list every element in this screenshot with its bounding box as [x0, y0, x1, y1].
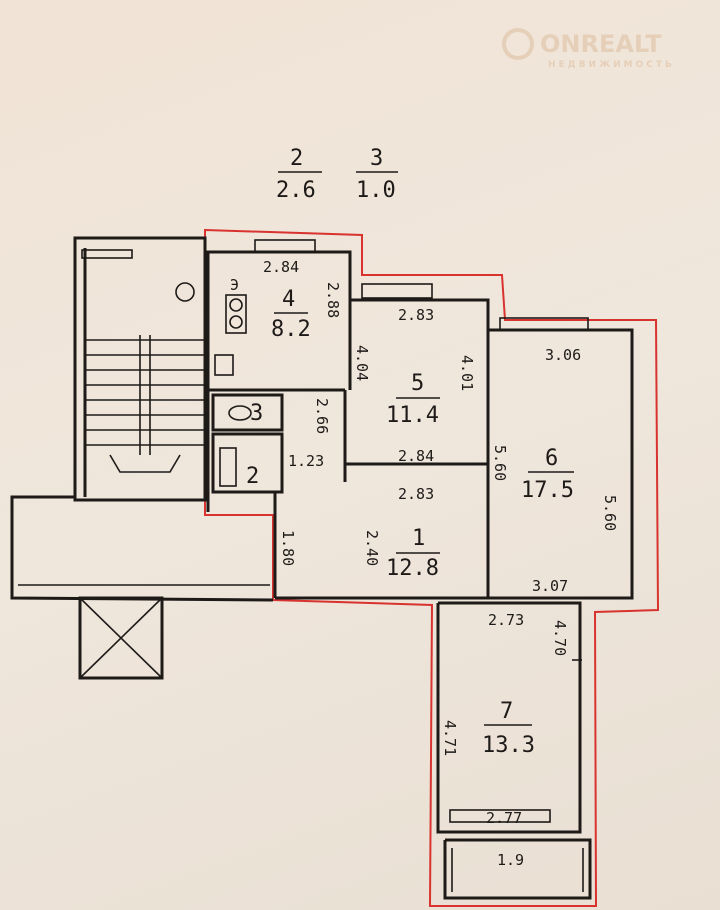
- summary-number-3: 3: [370, 146, 383, 171]
- apartment-outline: [204, 228, 660, 907]
- room6-area: 17.5: [521, 478, 574, 503]
- bathroom: [211, 432, 284, 494]
- toilet-room: [211, 393, 284, 432]
- room6-width: 3.06: [545, 346, 581, 364]
- room7-right-length: 4.70: [551, 620, 569, 656]
- room5-bottom-width: 2.84: [398, 447, 434, 465]
- summary-area-3: 1.0: [356, 178, 396, 203]
- room6-bottom-width: 3.07: [532, 577, 568, 595]
- room5-area: 11.4: [386, 403, 439, 428]
- room4-number: 4: [282, 287, 295, 312]
- balcony-width: 1.9: [497, 851, 524, 869]
- stove-icon: [225, 294, 247, 334]
- room4-area: 8.2: [271, 317, 311, 342]
- room2-number: 2: [246, 464, 259, 489]
- room7-number: 7: [500, 699, 513, 724]
- watermark-brand: ONREALT: [540, 30, 662, 58]
- room5-number: 5: [411, 371, 424, 396]
- room1-length: 2.40: [363, 530, 381, 566]
- stove-label: Э: [230, 276, 239, 294]
- summary-area-2: 2.6: [276, 178, 316, 203]
- room5-width: 2.83: [398, 306, 434, 324]
- room7-bottom-width: 2.77: [486, 809, 522, 827]
- elevator-shaft: [78, 596, 164, 680]
- room6-number: 6: [545, 446, 558, 471]
- room5-left-length: 4.04: [353, 345, 371, 381]
- room5-right-length: 4.01: [458, 355, 476, 391]
- room1-width: 2.83: [398, 485, 434, 503]
- room7-area: 13.3: [482, 733, 535, 758]
- summary-number-2: 2: [290, 146, 303, 171]
- room6-right-length: 5.60: [601, 495, 619, 531]
- corridor-width: 1.23: [288, 452, 324, 470]
- room6-left-length: 5.60: [491, 445, 509, 481]
- room4-width: 2.84: [263, 258, 299, 276]
- corridor-length: 2.66: [313, 398, 331, 434]
- watermark-tagline: НЕДВИЖИМОСТЬ: [548, 60, 675, 70]
- room7-width: 2.73: [488, 611, 524, 629]
- room7-left-length: 4.71: [441, 720, 459, 756]
- apartment-walls: [205, 239, 634, 900]
- hall-length: 1.80: [279, 530, 297, 566]
- room4-length: 2.88: [324, 282, 342, 318]
- room3-number: 3: [250, 401, 263, 426]
- watermark-logo: ONREALT НЕДВИЖИМОСТЬ: [502, 28, 675, 70]
- room1-area: 12.8: [386, 556, 439, 581]
- stairwell: [10, 236, 274, 680]
- room1-number: 1: [412, 526, 425, 551]
